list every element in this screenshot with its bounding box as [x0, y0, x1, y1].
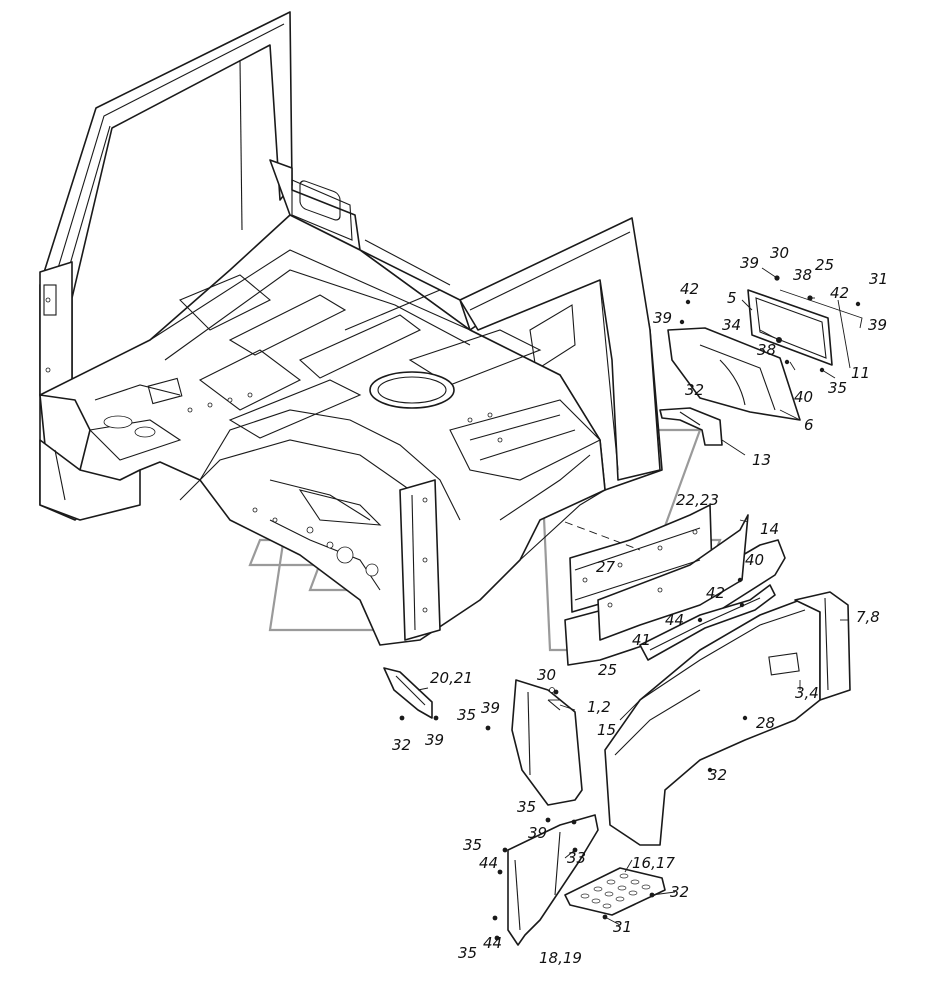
callout-35-bottom: 35 [458, 944, 477, 962]
callout-44-bottom: 44 [483, 934, 502, 952]
callout-35-left: 35 [457, 706, 476, 724]
callout-38-lower: 38 [757, 341, 776, 359]
callout-32-fender: 32 [708, 766, 727, 784]
callout-38: 38 [793, 266, 812, 284]
callout-34: 34 [722, 316, 741, 334]
callout-6: 6 [804, 416, 814, 434]
cab-body [39, 11, 663, 646]
callout-27: 27 [596, 558, 616, 576]
callout-32-left: 32 [392, 736, 411, 754]
callout-5: 5 [727, 289, 737, 307]
callout-39-left-lower: 39 [481, 699, 500, 717]
callout-33: 33 [567, 849, 586, 867]
callout-30-lower: 30 [537, 666, 556, 684]
callout-44-step: 44 [479, 854, 498, 872]
callout-20-21: 20,21 [430, 669, 473, 687]
callout-31: 31 [869, 270, 888, 288]
callout-39-bracket: 39 [425, 731, 444, 749]
fender-3-4 [604, 591, 851, 846]
step-bracket-18-19 [507, 814, 599, 946]
callout-22-23: 22,23 [676, 491, 719, 509]
callout-labels: 39 30 38 25 31 5 42 42 39 34 39 38 11 32… [392, 244, 888, 967]
panels-22-27-14 [564, 504, 786, 666]
fender-panel-1-2 [511, 679, 583, 806]
callout-35-lower: 35 [517, 798, 536, 816]
callout-41: 41 [632, 631, 651, 649]
callout-35-step: 35 [463, 836, 482, 854]
callout-11: 11 [851, 364, 870, 382]
callout-39-right: 39 [868, 316, 887, 334]
fasteners [399, 275, 861, 941]
callout-42-mid: 42 [706, 584, 725, 602]
callout-42-top: 42 [830, 284, 849, 302]
callout-39: 39 [740, 254, 759, 272]
callout-14: 14 [760, 520, 779, 538]
callout-1-2: 1,2 [587, 698, 611, 716]
callout-39-left: 39 [653, 309, 672, 327]
callout-44-mid: 44 [665, 611, 684, 629]
callout-18-19: 18,19 [539, 949, 582, 967]
panel-5-11 [747, 289, 863, 369]
callout-25-mid: 25 [598, 661, 617, 679]
callout-3-4: 3,4 [795, 684, 819, 702]
callout-15: 15 [597, 721, 616, 739]
panel-6 [667, 327, 801, 421]
callout-16-17: 16,17 [632, 854, 675, 872]
callout-35-upper: 35 [828, 379, 847, 397]
callout-39-step: 39 [528, 824, 547, 842]
callout-42-left: 42 [680, 280, 699, 298]
callout-40-mid: 40 [745, 551, 764, 569]
callout-25: 25 [815, 256, 834, 274]
callout-32-upper: 32 [685, 381, 704, 399]
bracket-13 [659, 407, 723, 446]
callout-28: 28 [756, 714, 775, 732]
callout-30: 30 [770, 244, 789, 262]
callout-31-lower: 31 [613, 918, 632, 936]
step-plate-16-17 [564, 867, 666, 916]
callout-32-plate: 32 [670, 883, 689, 901]
leader-lines [417, 267, 848, 926]
callout-7-8: 7,8 [856, 608, 880, 626]
callout-40-upper: 40 [794, 388, 813, 406]
callout-13: 13 [752, 451, 771, 469]
bracket-20-21 [383, 667, 433, 719]
